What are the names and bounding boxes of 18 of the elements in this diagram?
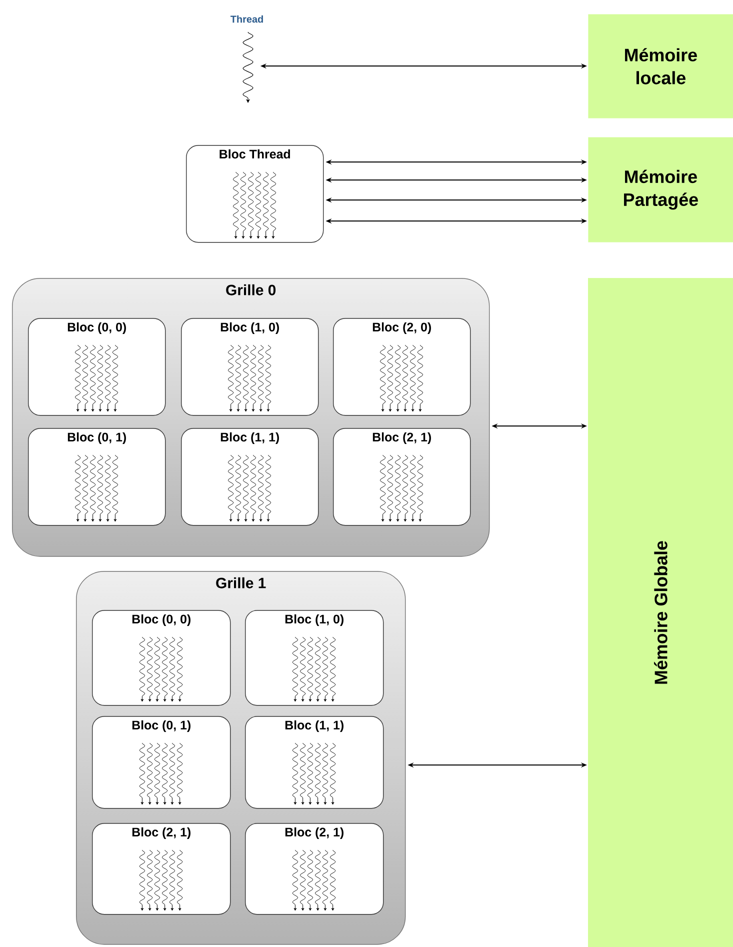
thread-icon (242, 32, 254, 103)
memory-panel: Mémoire Globale (588, 278, 733, 947)
thread-block: Bloc (1, 0) (245, 610, 384, 706)
thread-block: Bloc (0, 1) (92, 716, 231, 809)
thread-block: Bloc (1, 1) (245, 716, 384, 809)
thread-label: Thread (230, 15, 263, 23)
thread-block: Bloc (1, 1) (181, 428, 319, 526)
memory-panel: Mémoire Partagée (588, 137, 733, 242)
thread-block: Bloc (2, 0) (333, 318, 471, 416)
thread-block: Bloc (2, 1) (333, 428, 471, 526)
thread-block: Bloc Thread (186, 145, 324, 243)
thread-block: Bloc (0, 0) (28, 318, 166, 416)
thread-block: Bloc (2, 1) (245, 823, 384, 915)
thread-block: Bloc (0, 0) (92, 610, 231, 706)
thread-block: Bloc (1, 0) (181, 318, 319, 416)
thread-block: Bloc (0, 1) (28, 428, 166, 526)
thread-block: Bloc (2, 1) (92, 823, 231, 915)
memory-panel: Mémoire locale (588, 14, 733, 118)
